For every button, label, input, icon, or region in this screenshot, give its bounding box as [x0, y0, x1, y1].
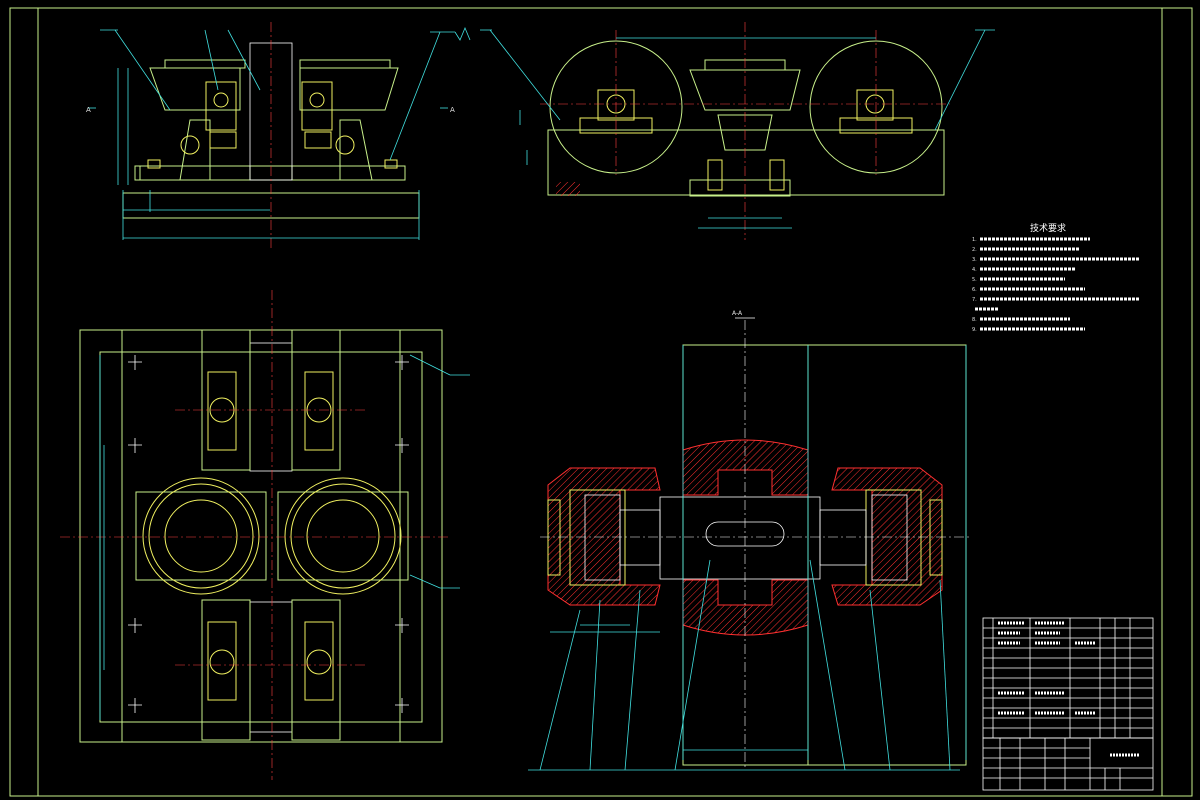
tech-req-item-9: 9. [972, 327, 977, 333]
tech-requirements: 技术要求 1. 2. 3. 4. 5. 6. 7. 8. 9. [972, 222, 1140, 333]
tech-req-item-6: 6. [972, 287, 977, 293]
section-label: A-A [732, 310, 743, 317]
tech-req-item-8: 8. [972, 317, 977, 323]
title-block [982, 737, 1154, 791]
front-view-right [480, 22, 995, 240]
tech-req-item-7: 7. [972, 297, 977, 303]
tech-req-item-3: 3. [972, 257, 977, 263]
section-mark-a-left: A [86, 106, 91, 114]
tech-req-item-2: 2. [972, 247, 977, 253]
tech-req-item-1: 1. [972, 237, 977, 243]
plan-view [60, 290, 470, 780]
inner-frame [37, 7, 1163, 797]
tech-req-item-4: 4. [972, 267, 977, 273]
tech-req-item-5: 5. [972, 277, 977, 283]
section-mark-a-right: A [450, 106, 455, 114]
tech-requirements-title: 技术要求 [1030, 222, 1066, 234]
section-view: A-A [528, 310, 970, 771]
parts-list-table [982, 617, 1154, 739]
side-view-left: A A [86, 22, 471, 250]
